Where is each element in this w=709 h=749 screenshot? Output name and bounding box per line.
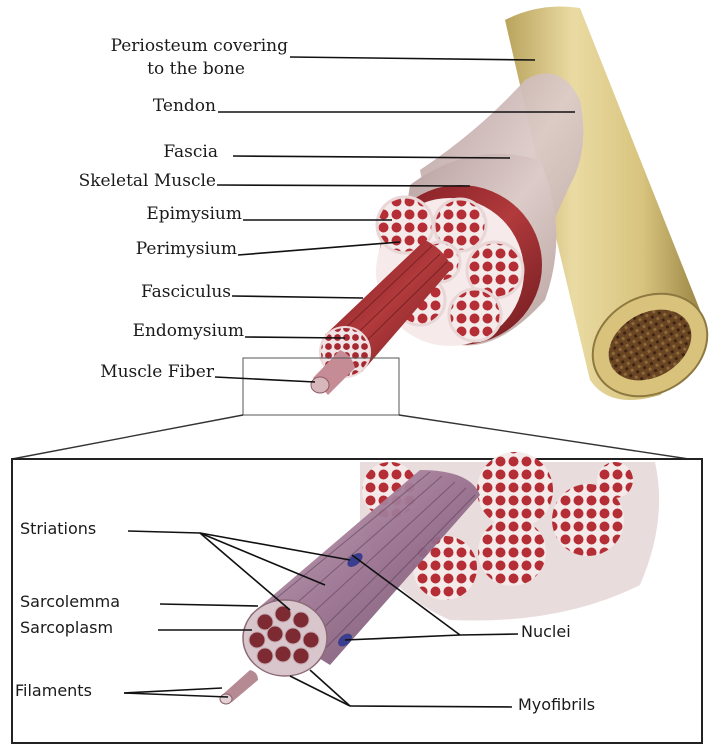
label-striations: Striations <box>20 520 96 538</box>
label-periosteum-line2: to the bone <box>40 60 245 80</box>
label-skeletal-muscle: Skeletal Muscle <box>10 172 216 192</box>
label-nuclei: Nuclei <box>521 623 571 641</box>
label-sarcoplasm: Sarcoplasm <box>20 619 113 637</box>
label-perimysium: Perimysium <box>40 240 237 260</box>
label-endomysium: Endomysium <box>40 322 244 342</box>
muscle-bundle-illustration <box>311 154 556 395</box>
label-epimysium: Epimysium <box>40 205 242 225</box>
label-filaments: Filaments <box>15 682 92 700</box>
label-muscle-fiber: Muscle Fiber <box>20 363 214 383</box>
label-fasciculus: Fasciculus <box>40 283 231 303</box>
label-myofibrils: Myofibrils <box>518 696 595 714</box>
label-tendon: Tendon <box>40 97 216 117</box>
label-periosteum-line1: Periosteum covering <box>40 37 288 57</box>
label-fascia: Fascia <box>40 143 218 163</box>
label-sarcolemma: Sarcolemma <box>20 593 120 611</box>
